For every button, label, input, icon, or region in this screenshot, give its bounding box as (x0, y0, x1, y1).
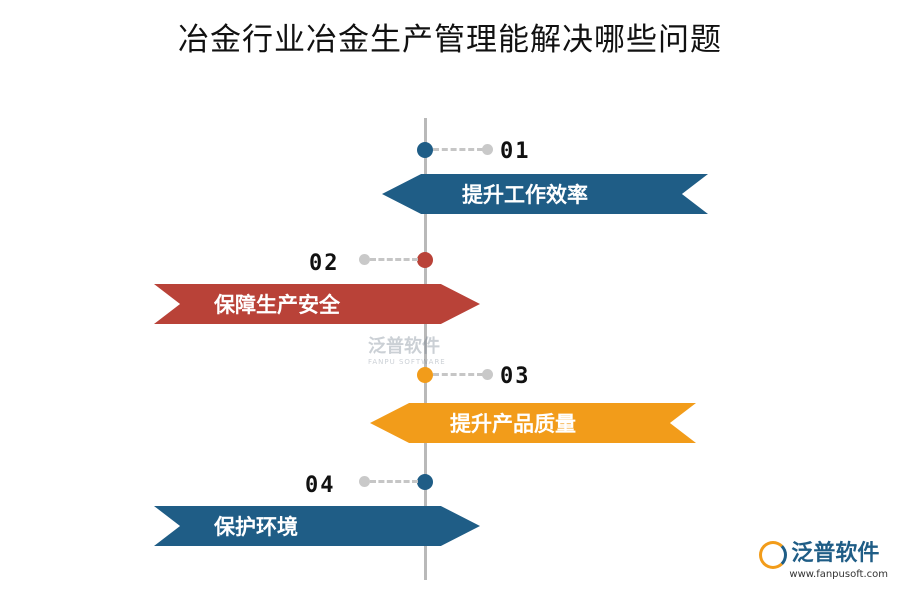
connector-end-2 (359, 254, 370, 265)
connector-4 (370, 480, 418, 483)
item-ribbon-1: 提升工作效率 (382, 174, 708, 214)
item-ribbon-4: 保护环境 (154, 506, 480, 546)
logo-brand: 泛普软件 (791, 540, 880, 566)
watermark-brand: 泛普软件 (368, 336, 440, 357)
timeline-node-4 (417, 474, 433, 490)
watermark: 泛普软件 FANPU SOFTWARE (368, 332, 446, 366)
item-ribbon-3: 提升产品质量 (370, 403, 696, 443)
page-title: 冶金行业冶金生产管理能解决哪些问题 (178, 22, 722, 58)
timeline-spine (424, 118, 427, 580)
item-number-3: 03 (500, 364, 531, 389)
connector-3 (433, 373, 483, 376)
brand-logo: 泛普软件 www.fanpusoft.com (759, 535, 888, 580)
item-label-1: 提升工作效率 (462, 182, 588, 207)
item-label-4: 保护环境 (214, 514, 298, 539)
logo-url: www.fanpusoft.com (789, 569, 888, 580)
connector-end-4 (359, 476, 370, 487)
item-label-2: 保障生产安全 (214, 292, 340, 317)
item-label-3: 提升产品质量 (450, 411, 576, 436)
connector-end-3 (482, 369, 493, 380)
fanpu-logo-icon (759, 541, 788, 569)
connector-end-1 (482, 144, 493, 155)
timeline-node-1 (417, 142, 433, 158)
item-ribbon-2: 保障生产安全 (154, 284, 480, 324)
connector-1 (433, 148, 483, 151)
timeline-node-3 (417, 367, 433, 383)
timeline-node-2 (417, 252, 433, 268)
watermark-sub: FANPU SOFTWARE (368, 358, 446, 366)
item-number-4: 04 (305, 473, 336, 498)
item-number-1: 01 (500, 139, 531, 164)
item-number-2: 02 (309, 251, 340, 276)
connector-2 (370, 258, 418, 261)
